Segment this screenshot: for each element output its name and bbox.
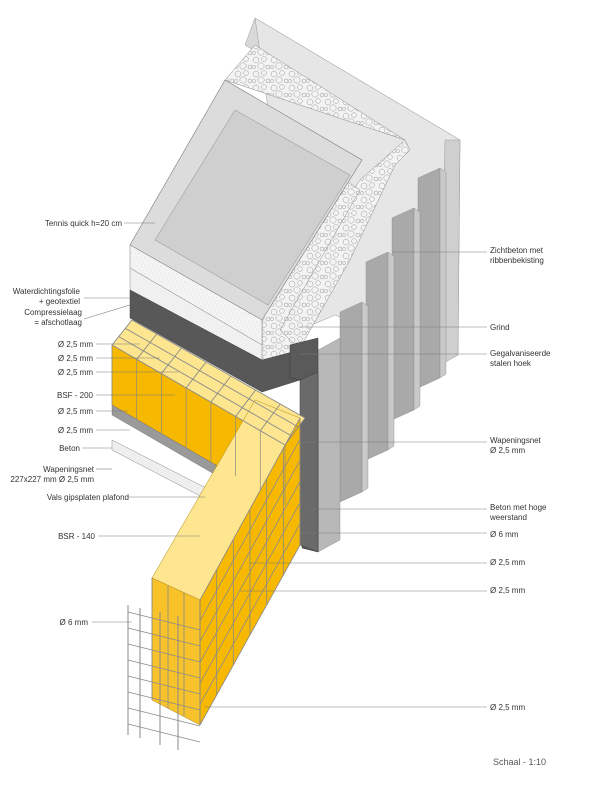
label-waterdichtingsfolie: Waterdichtingsfolie+ geotextiel	[12, 287, 80, 306]
high-strength-concrete	[299, 371, 319, 553]
label-tennis-quick: Tennis quick h=20 cm	[44, 219, 122, 228]
wall-base-column	[317, 337, 341, 553]
rebar-mesh	[111, 319, 306, 750]
rib-1-face	[439, 167, 447, 379]
rebar-bar	[199, 523, 301, 705]
label-diam-r2: Ø 2,5 mm	[490, 586, 526, 595]
rebar-bar	[259, 403, 281, 431]
label-vals-gipsplaten: Vals gipsplaten plafond	[46, 493, 129, 502]
rebar-bar	[284, 417, 306, 446]
rebar-bar	[210, 375, 232, 403]
leader-line	[83, 304, 131, 320]
rebar-bar	[199, 481, 301, 663]
label-diam-3: Ø 2,5 mm	[57, 368, 93, 377]
rebar-bar	[136, 333, 158, 360]
label-diam-6mm-right: Ø 6 mm	[490, 530, 519, 539]
rib-2-face	[413, 207, 421, 411]
rib-2	[391, 207, 415, 421]
rebar-bar	[131, 319, 306, 419]
label-compressielaag: Compressielaag= afschotlaag	[24, 308, 82, 327]
label-bsf-200: BSF - 200	[56, 391, 93, 400]
rebar-bar	[185, 361, 207, 389]
rib-4-face	[361, 301, 369, 493]
rebar-bar	[111, 344, 286, 446]
label-grind: Grind	[490, 323, 510, 332]
rib-3-face	[387, 251, 395, 451]
label-diam-1: Ø 2,5 mm	[57, 340, 93, 349]
label-diam-4: Ø 2,5 mm	[57, 407, 93, 416]
rebar-bar	[161, 347, 182, 374]
label-bsr-140: BSR - 140	[58, 532, 95, 541]
label-beton: Beton	[59, 444, 80, 453]
rebar-bar	[111, 319, 133, 346]
rebar-bar	[199, 417, 301, 601]
rebar-bar	[199, 460, 301, 642]
label-diam-6mm-left: Ø 6 mm	[59, 618, 88, 627]
rebar-bar	[118, 336, 292, 437]
label-diam-2: Ø 2,5 mm	[57, 354, 93, 363]
rib-4	[339, 301, 363, 503]
rib-3	[365, 251, 389, 461]
label-diam-r1: Ø 2,5 mm	[490, 558, 526, 567]
rebar-bar	[199, 502, 301, 684]
tennis-quick-inset	[154, 109, 351, 306]
rib-1	[417, 167, 441, 389]
leader-lines	[82, 222, 487, 708]
rebar-bar	[199, 544, 301, 726]
label-diam-5: Ø 2,5 mm	[57, 426, 93, 435]
label-diam-r3: Ø 2,5 mm	[490, 703, 526, 712]
rebar-bar	[235, 389, 256, 417]
scale-label: Schaal - 1:10	[493, 757, 547, 767]
rebar-bar	[127, 723, 201, 743]
rebar-bar	[199, 438, 301, 622]
rebar-bar	[125, 327, 299, 428]
